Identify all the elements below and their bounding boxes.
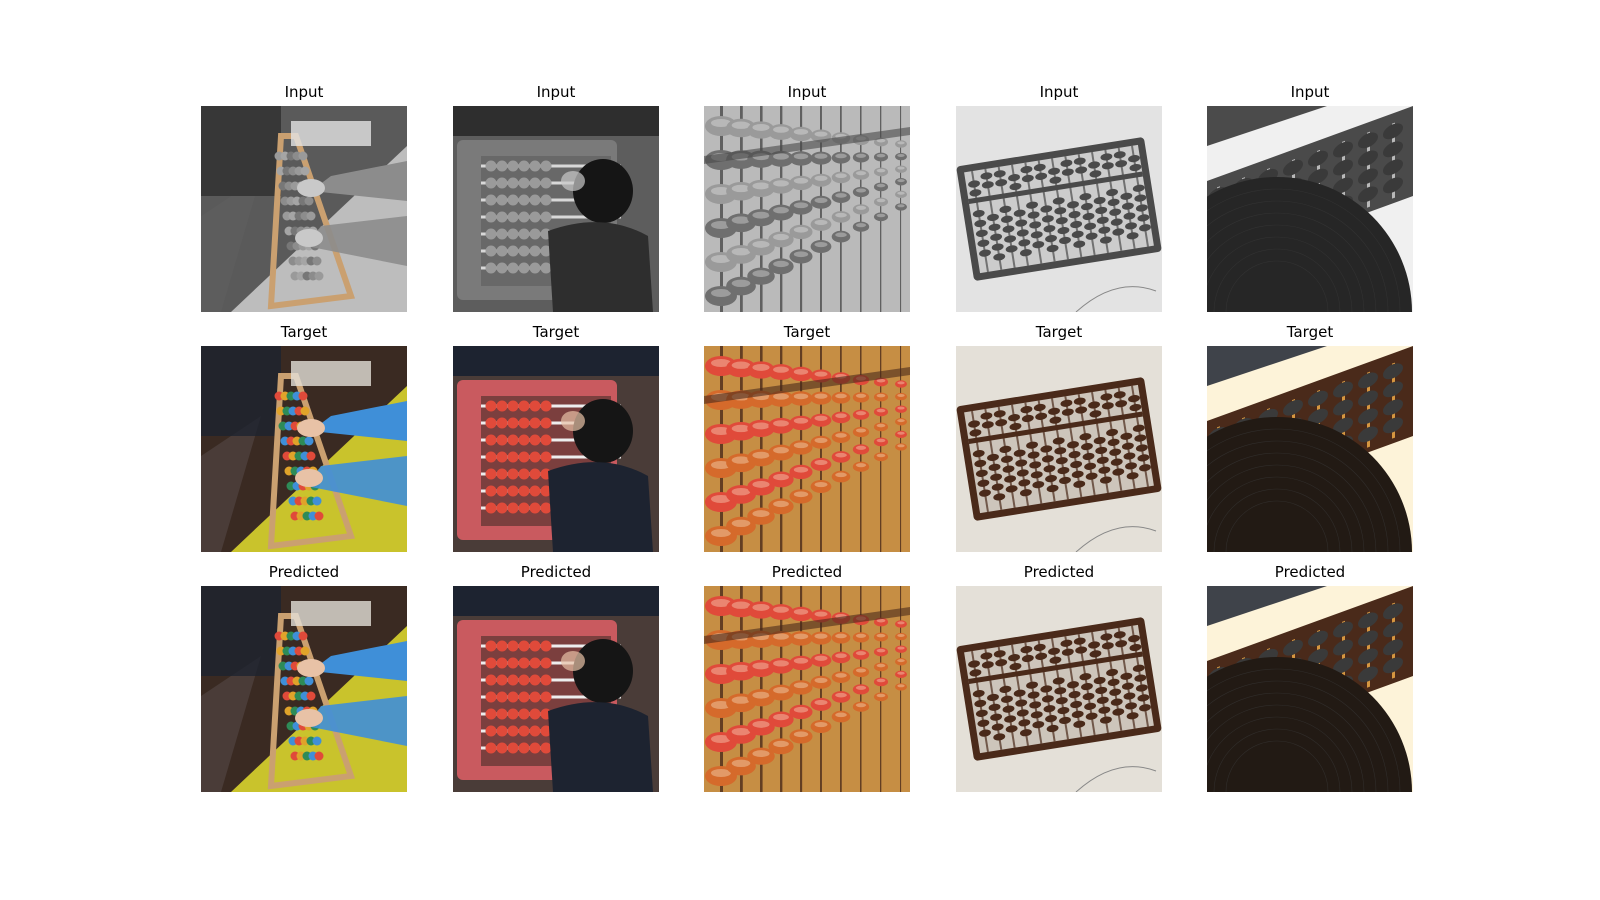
children-abacus-image bbox=[201, 586, 407, 792]
abacus-closeup-image bbox=[704, 106, 910, 312]
panel-title: Target bbox=[1035, 323, 1083, 341]
panel-title: Predicted bbox=[771, 563, 843, 581]
abacus-closeup-image bbox=[704, 346, 910, 552]
children-abacus-image bbox=[201, 346, 407, 552]
abacus-record-image bbox=[1207, 106, 1413, 312]
wooden-abacus-image bbox=[956, 586, 1162, 792]
panel-title: Target bbox=[280, 323, 328, 341]
abacus-record-image bbox=[1207, 586, 1413, 792]
child-abacus-image bbox=[453, 106, 659, 312]
children-abacus-image bbox=[201, 106, 407, 312]
panel-title: Input bbox=[787, 83, 827, 101]
abacus-record-image bbox=[1207, 346, 1413, 552]
wooden-abacus-image bbox=[956, 346, 1162, 552]
panel-title: Input bbox=[536, 83, 576, 101]
panel-title: Target bbox=[783, 323, 831, 341]
child-abacus-image bbox=[453, 586, 659, 792]
panel-title: Predicted bbox=[268, 563, 340, 581]
panel-title: Input bbox=[284, 83, 324, 101]
panel-title: Predicted bbox=[1274, 563, 1346, 581]
panel-title: Input bbox=[1290, 83, 1330, 101]
panel-title: Input bbox=[1039, 83, 1079, 101]
panel-title: Predicted bbox=[520, 563, 592, 581]
panel-title: Predicted bbox=[1023, 563, 1095, 581]
abacus-closeup-image bbox=[704, 586, 910, 792]
child-abacus-image bbox=[453, 346, 659, 552]
panel-title: Target bbox=[1286, 323, 1334, 341]
wooden-abacus-image bbox=[956, 106, 1162, 312]
panel-title: Target bbox=[532, 323, 580, 341]
